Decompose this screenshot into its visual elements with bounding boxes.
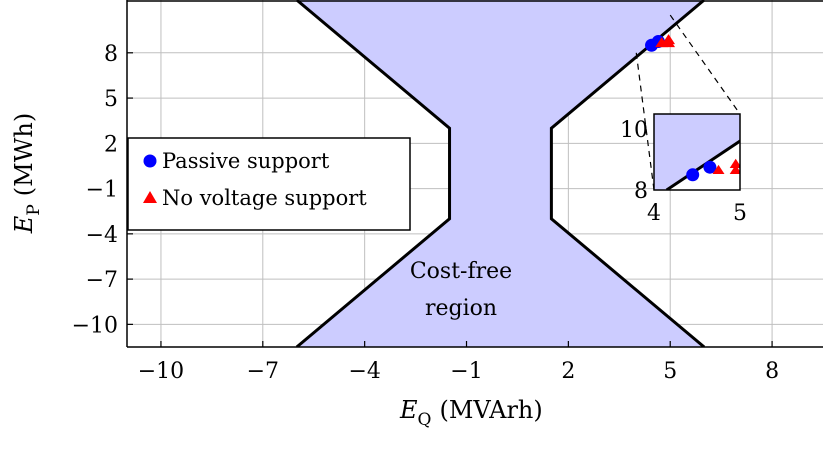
inset-region-fill <box>654 114 740 190</box>
zoom-connector-upper <box>669 14 741 115</box>
x-tick-label-0: −10 <box>138 359 184 384</box>
x-tick-label-3: −1 <box>450 359 482 384</box>
inset-point-passive-support-1 <box>703 160 717 174</box>
plot-frame <box>126 0 823 348</box>
legend-marker-passive-support <box>143 154 157 168</box>
y-axis-symbol: E <box>10 215 38 234</box>
x-tick-label-5: 5 <box>663 359 677 384</box>
inset-y-tick-label-0: 8 <box>634 179 648 204</box>
zoom-inset: 4 5 8 10 <box>620 14 747 226</box>
inset-x-tick-label-0: 4 <box>647 201 661 226</box>
y-tick-label-1: −7 <box>86 268 118 293</box>
data-points <box>645 34 676 52</box>
region-label-line-1: Cost-free <box>410 259 512 284</box>
region-label: Cost-free region <box>410 259 512 321</box>
x-tick-label-2: −4 <box>348 359 380 384</box>
x-axis-unit: (MVArh) <box>439 396 542 424</box>
region-boundary-left <box>295 0 452 347</box>
zoom-connector-lower <box>635 52 655 191</box>
svg-text:EP(MWh): EP (MWh) <box>10 113 44 234</box>
x-axis-symbol: E <box>399 396 418 424</box>
svg-text:EQ(MVArh): EQ (MVArh) <box>399 396 543 430</box>
inset-y-tick-label-1: 10 <box>620 118 648 143</box>
x-tick-label-1: −7 <box>247 359 279 384</box>
region-fill <box>296 0 705 347</box>
region-label-line-2: region <box>425 296 497 321</box>
y-tick-labels: −10 −7 −4 −1 2 5 8 <box>72 42 118 339</box>
legend-marker-no-voltage-support <box>143 191 157 203</box>
y-tick-label-6: 8 <box>104 42 118 67</box>
inset-region-boundary <box>665 139 740 190</box>
legend-label-passive-support: Passive support <box>162 149 330 173</box>
cost-free-region <box>295 0 706 347</box>
inset-plot-area <box>654 114 740 190</box>
x-tick-labels: −10 −7 −4 −1 2 5 8 <box>138 359 779 384</box>
region-boundary-right <box>549 0 706 347</box>
x-tick-label-6: 8 <box>765 359 779 384</box>
y-axis-title: EP (MWh) <box>10 113 44 234</box>
inset-point-passive-support-0 <box>686 168 700 182</box>
inset-point-no-voltage-support-2 <box>729 158 740 168</box>
inset-x-tick-label-1: 5 <box>733 201 747 226</box>
x-axis-title: EQ (MVArh) <box>399 396 543 430</box>
y-tick-label-2: −4 <box>86 223 118 248</box>
legend-label-no-voltage-support: No voltage support <box>162 186 367 210</box>
y-tick-label-4: 2 <box>104 132 118 157</box>
y-axis-unit: (MWh) <box>10 113 38 196</box>
y-axis-subscript: P <box>24 204 44 215</box>
inset-point-no-voltage-support-0 <box>712 164 725 175</box>
x-axis-subscript: Q <box>418 410 432 430</box>
legend: Passive support No voltage support <box>127 137 411 231</box>
point-no-voltage-support-2 <box>662 34 676 45</box>
legend-box <box>127 137 411 231</box>
y-tick-label-5: 5 <box>104 87 118 112</box>
inset-frame <box>653 113 741 191</box>
inset-point-no-voltage-support-1 <box>729 164 740 175</box>
x-tick-label-4: 2 <box>561 359 575 384</box>
y-tick-label-0: −10 <box>72 313 118 338</box>
y-tick-label-3: −1 <box>86 178 118 203</box>
